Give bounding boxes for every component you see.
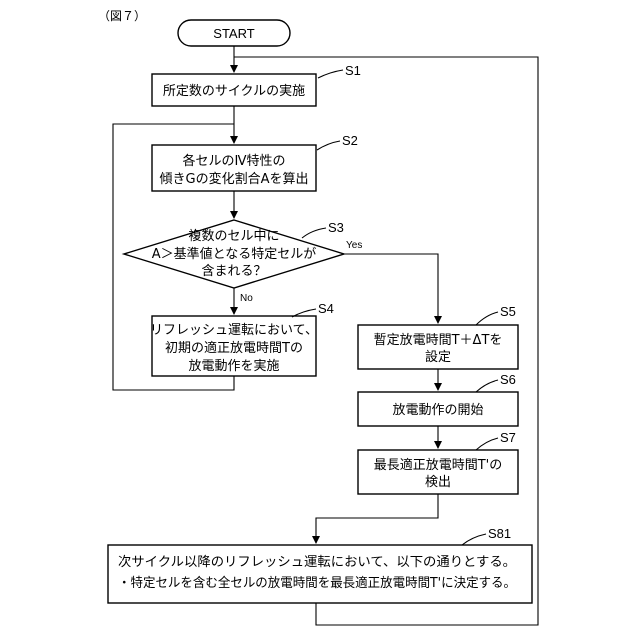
s3-step-label: S3 xyxy=(328,220,344,235)
s1-leader xyxy=(318,70,343,78)
s6-step-label: S6 xyxy=(500,372,516,387)
s6-line-1: 放電動作の開始 xyxy=(392,403,483,418)
s7-leader xyxy=(476,438,498,450)
s5-line-2: 設定 xyxy=(425,349,451,365)
s81-leader xyxy=(462,534,486,545)
s81-step-label: S81 xyxy=(488,526,511,541)
s4-line-3: 放電動作を実施 xyxy=(188,358,279,374)
s81-line-1: 次サイクル以降のリフレッシュ運転において、以下の通りとする。 xyxy=(118,554,516,570)
figure-label: （図７） xyxy=(98,9,146,23)
s2-step-label: S2 xyxy=(342,133,358,148)
s4-line-2: 初期の適正放電時間Tの xyxy=(165,340,303,356)
s3-no-label: No xyxy=(240,293,253,304)
process-s2: 各セルのⅣ特性の 傾きGの変化割合Aを算出 xyxy=(152,145,316,191)
s3-line-2: A＞基準値となる特定セルが xyxy=(152,246,317,262)
process-s4: リフレッシュ運転において、 初期の適正放電時間Tの 放電動作を実施 xyxy=(150,316,318,376)
edge-s7-s81 xyxy=(316,494,438,543)
s5-step-label: S5 xyxy=(500,304,516,319)
start-label: START xyxy=(213,26,254,41)
process-s7: 最長適正放電時間T'の 検出 xyxy=(358,450,518,494)
start-terminal: START xyxy=(178,20,290,46)
s5-line-1: 暫定放電時間T＋ΔTを xyxy=(374,333,503,348)
process-s5: 暫定放電時間T＋ΔTを 設定 xyxy=(358,325,518,369)
s2-leader xyxy=(317,141,340,150)
decision-s3: 複数のセル中に A＞基準値となる特定セルが 含まれる？ xyxy=(124,220,344,288)
s7-step-label: S7 xyxy=(500,430,516,445)
s2-line-2: 傾きGの変化割合Aを算出 xyxy=(160,171,309,187)
s3-line-3: 含まれる？ xyxy=(201,263,266,279)
s4-step-label: S4 xyxy=(318,301,334,316)
s7-line-2: 検出 xyxy=(425,475,451,490)
s3-line-1: 複数のセル中に xyxy=(188,228,279,244)
edge-s3-s5-yes xyxy=(344,254,438,323)
process-s6: 放電動作の開始 xyxy=(358,392,518,426)
s6-leader xyxy=(476,380,498,392)
s1-line-1: 所定数のサイクルの実施 xyxy=(163,83,305,99)
s3-yes-label: Yes xyxy=(346,240,362,251)
s5-leader xyxy=(476,312,498,325)
edge-s4-loop-tail xyxy=(152,376,234,390)
process-s1: 所定数のサイクルの実施 xyxy=(152,74,316,106)
s4-line-1: リフレッシュ運転において、 xyxy=(150,323,318,338)
s2-line-1: 各セルのⅣ特性の xyxy=(183,153,286,169)
s3-leader xyxy=(302,228,326,238)
s7-line-1: 最長適正放電時間T'の xyxy=(374,457,503,473)
s1-step-label: S1 xyxy=(345,63,361,78)
process-s81: 次サイクル以降のリフレッシュ運転において、以下の通りとする。 ・特定セルを含む全… xyxy=(108,545,532,603)
s81-line-2: ・特定セルを含む全セルの放電時間を最長適正放電時間T'に決定する。 xyxy=(118,575,516,591)
